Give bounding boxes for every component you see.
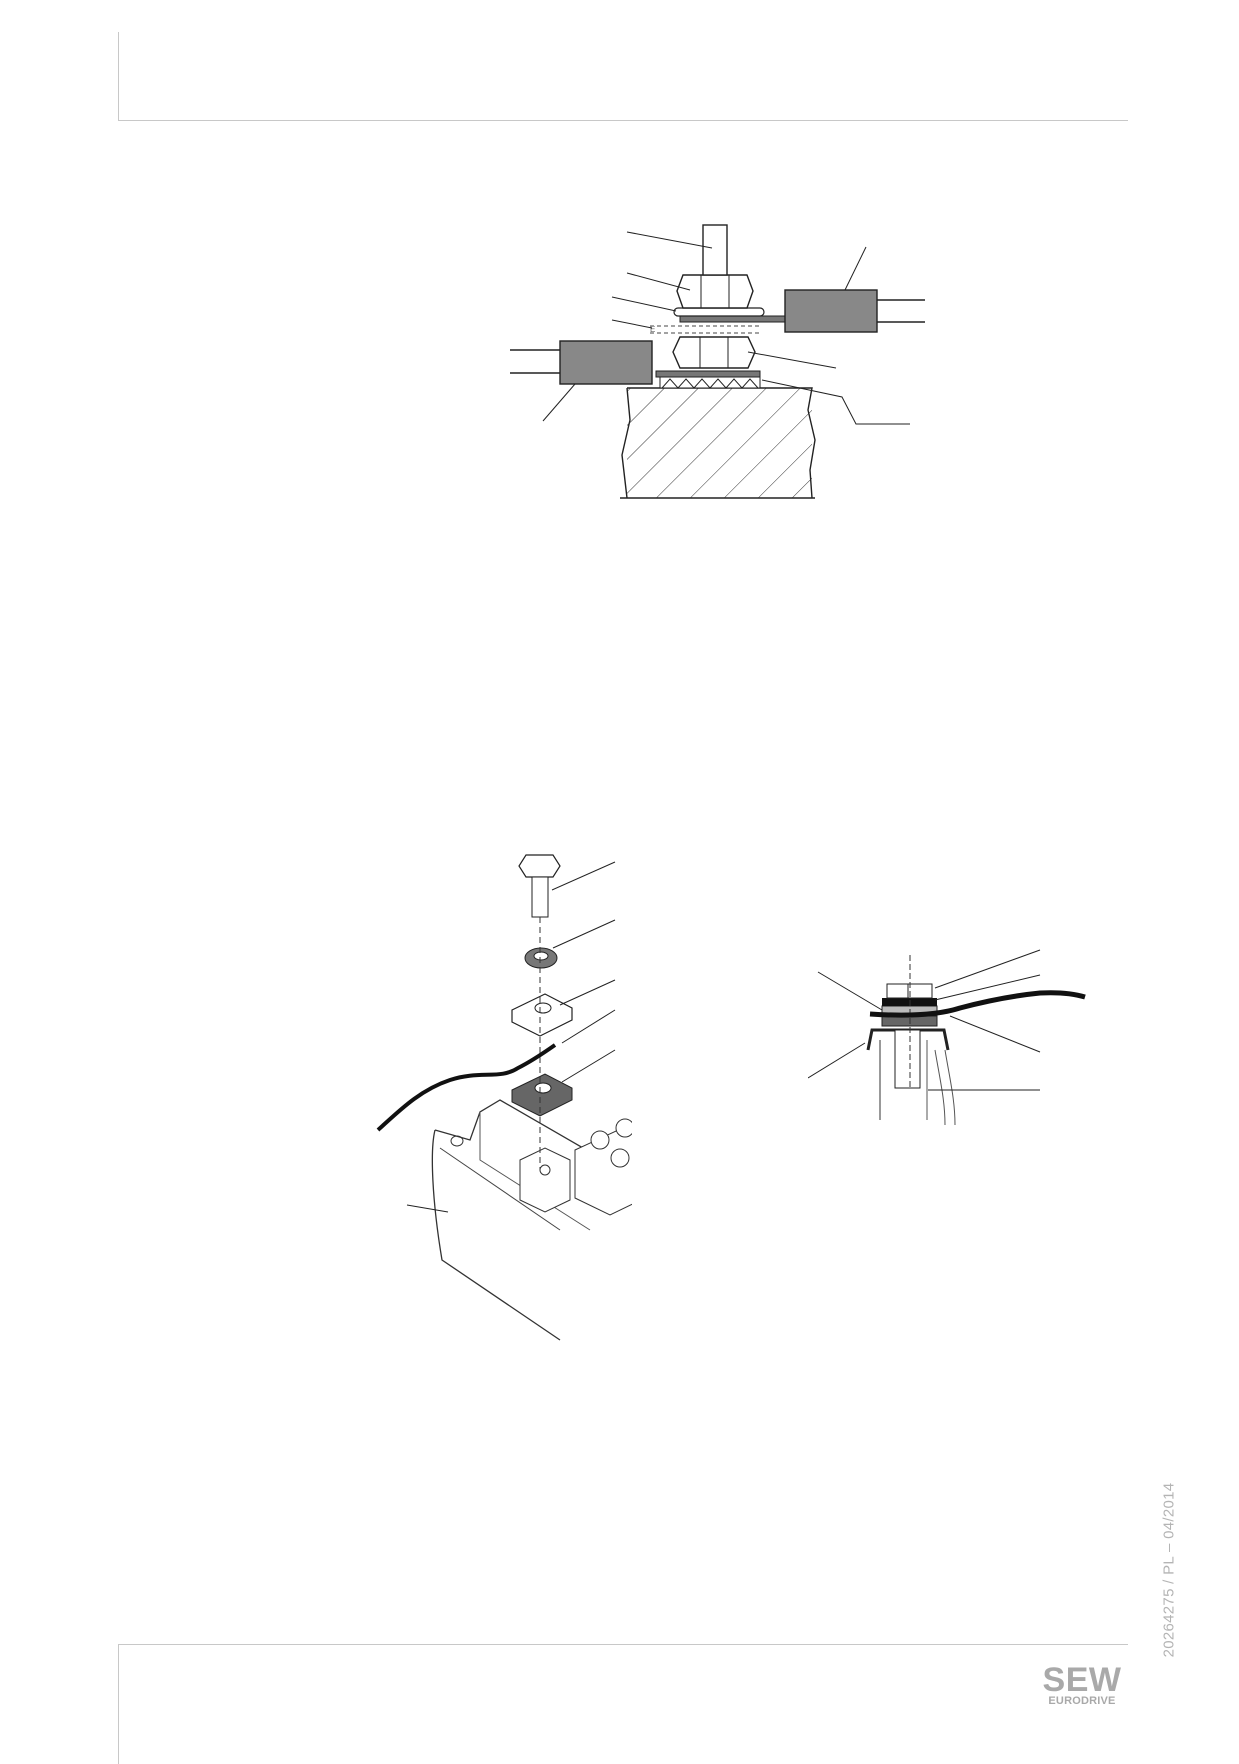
footer-rule [118, 1644, 1128, 1645]
stud-terminal-diagram: E [505, 220, 935, 515]
logo-subtitle: EURODRIVE [1048, 1695, 1116, 1707]
terminal-side-detail [807, 948, 1108, 1133]
terminal-assembly-diagram [372, 848, 673, 1353]
footer-left-border [118, 1644, 119, 1764]
sew-eurodrive-logo: SEW EURODRIVE [1036, 1661, 1128, 1707]
logo-brand: SEW [1042, 1661, 1122, 1699]
header-left-border [118, 32, 119, 121]
terminal-side-drawing [807, 949, 1086, 1126]
svg-text:E: E [650, 325, 655, 334]
document-code: 20264275 / PL – 04/2014 [1160, 1482, 1178, 1658]
header-rule [118, 120, 1128, 121]
terminal-assembly-drawing [376, 854, 673, 1341]
stud-terminal-drawing: E [510, 224, 925, 499]
